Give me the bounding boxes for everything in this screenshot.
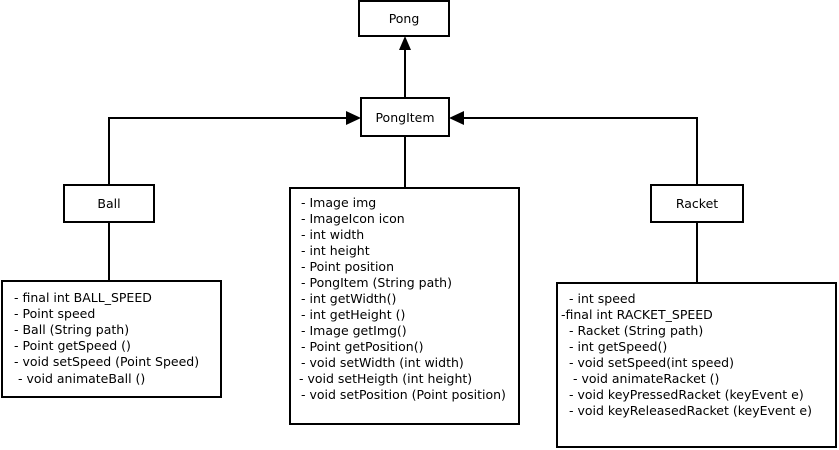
member-line: - Point position bbox=[301, 259, 394, 274]
member-line: - void setHeigth (int height) bbox=[299, 371, 472, 386]
node-pong-label: Pong bbox=[389, 11, 420, 26]
member-line: - void setWidth (int width) bbox=[301, 355, 464, 370]
edge-ball-to-pongitem bbox=[108, 111, 361, 185]
member-line: - int getSpeed() bbox=[569, 339, 667, 354]
member-line: - PongItem (String path) bbox=[301, 275, 452, 290]
node-racket: Racket bbox=[650, 184, 744, 223]
member-line: - Ball (String path) bbox=[14, 322, 129, 337]
member-line: - final int BALL_SPEED bbox=[14, 290, 152, 305]
node-ball-label: Ball bbox=[97, 196, 120, 211]
node-pongitem: PongItem bbox=[360, 97, 450, 137]
node-ball: Ball bbox=[63, 184, 155, 223]
member-line: - void setSpeed (Point Speed) bbox=[14, 354, 199, 369]
member-line: - Racket (String path) bbox=[569, 323, 703, 338]
node-pongitem-label: PongItem bbox=[375, 110, 434, 125]
member-line: - Point getSpeed () bbox=[14, 338, 131, 353]
member-line: - int getHeight () bbox=[301, 307, 405, 322]
member-line: - int width bbox=[301, 227, 364, 242]
member-line: - void keyPressedRacket (keyEvent e) bbox=[569, 387, 804, 402]
edge-racket-to-pongitem bbox=[449, 111, 698, 185]
edge-pongitem-to-pong bbox=[399, 36, 411, 98]
member-line: - Image img bbox=[301, 195, 376, 210]
member-line: -final int RACKET_SPEED bbox=[561, 307, 713, 322]
member-line: - int height bbox=[301, 243, 370, 258]
member-line: - void animateRacket () bbox=[569, 371, 719, 386]
node-pong: Pong bbox=[358, 0, 450, 37]
member-line: - void setPosition (Point position) bbox=[301, 387, 506, 402]
member-line: - Image getImg() bbox=[301, 323, 407, 338]
member-line: - void setSpeed(int speed) bbox=[569, 355, 734, 370]
member-line: - void keyReleasedRacket (keyEvent e) bbox=[569, 403, 812, 418]
node-racket-label: Racket bbox=[676, 196, 718, 211]
member-line: - Point getPosition() bbox=[301, 339, 423, 354]
arrowhead-left bbox=[449, 111, 464, 125]
member-line: - ImageIcon icon bbox=[301, 211, 405, 226]
arrowhead-up bbox=[399, 36, 411, 50]
members-pongitem: - Image img - ImageIcon icon - int width… bbox=[289, 187, 520, 425]
member-line: - Point speed bbox=[14, 306, 95, 321]
members-ball: - final int BALL_SPEED - Point speed - B… bbox=[1, 280, 222, 398]
members-racket: - int speed -final int RACKET_SPEED - Ra… bbox=[556, 282, 837, 448]
member-line: - void animateBall () bbox=[14, 371, 145, 386]
member-line: - int getWidth() bbox=[301, 291, 396, 306]
arrowhead-right bbox=[346, 111, 361, 125]
member-line: - int speed bbox=[569, 291, 636, 306]
